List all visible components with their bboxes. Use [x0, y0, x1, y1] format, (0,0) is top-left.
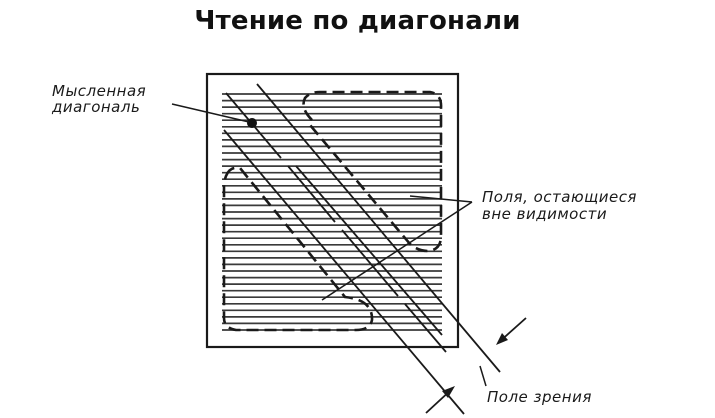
arrow-icon-upper: [496, 317, 527, 345]
text-lines: [222, 93, 442, 331]
field-of-view-label: Поле зрения: [487, 388, 592, 406]
mental-diagonal-label-line2: диагональ: [51, 98, 140, 116]
page-title: Чтение по диагонали: [194, 6, 521, 36]
field-of-view-lines: [223, 83, 501, 415]
hidden-field-upper-right: [302, 90, 443, 253]
hidden-fields-label-line2: вне видимости: [482, 205, 607, 223]
diagonal-point: [247, 118, 257, 128]
hidden-field-lower-left: [222, 166, 374, 332]
hidden-fields-leaders: [321, 195, 473, 301]
mental-diagonal-leader: [171, 103, 250, 123]
arrow-icon-lower: [425, 386, 455, 414]
field-of-view-leader: [479, 365, 487, 387]
mental-diagonal-label-line1: Мысленная: [52, 82, 146, 100]
hidden-fields-label-line1: Поля, остающиеся: [482, 188, 637, 206]
